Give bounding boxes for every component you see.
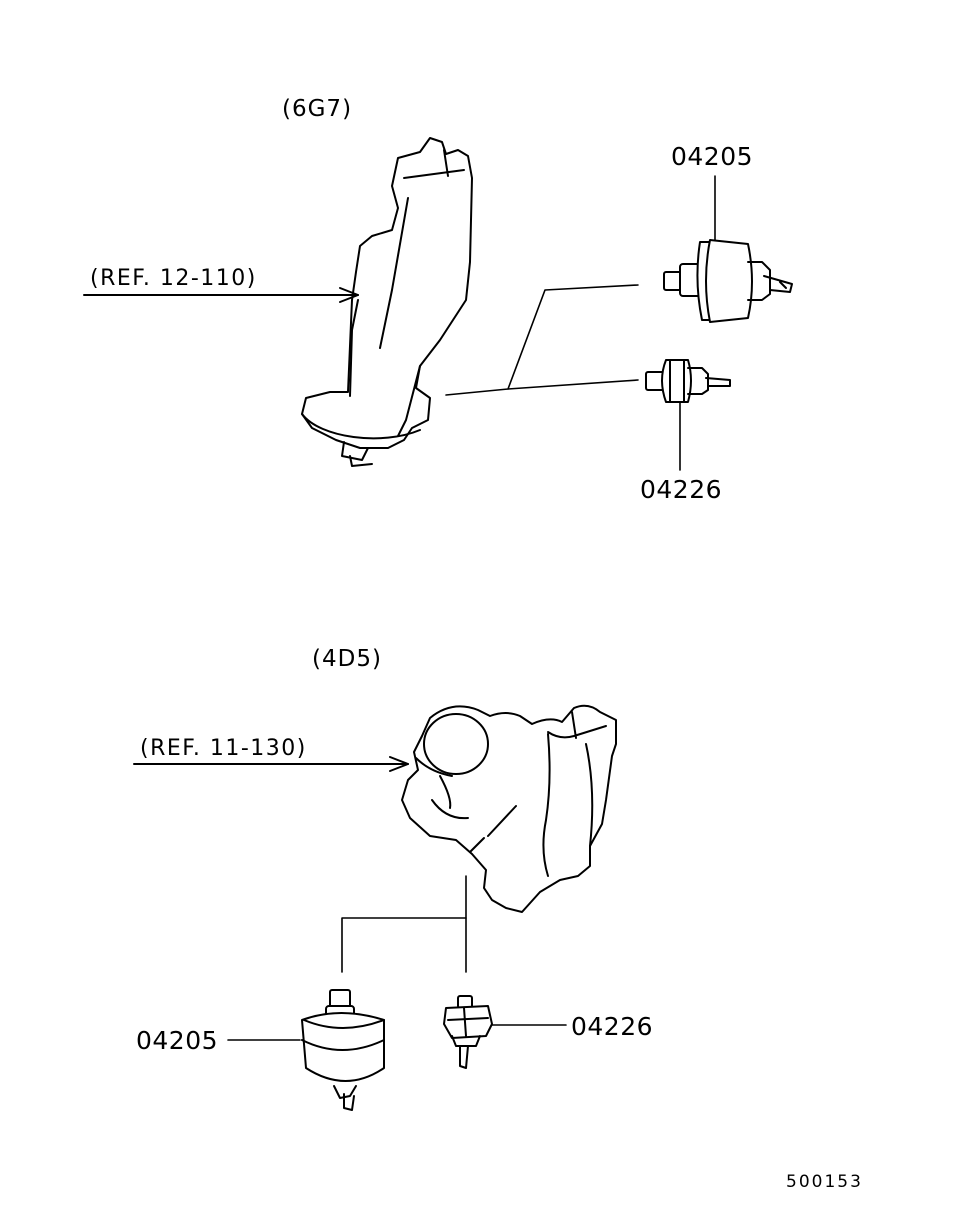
engine-label-top: (6G7) — [282, 96, 353, 122]
part-number-04205-bottom[interactable]: 04205 — [136, 1026, 219, 1055]
part-number-04205-top[interactable]: 04205 — [671, 142, 754, 171]
pressure-switch-04205-top — [663, 239, 793, 323]
pressure-switch-04226-bottom — [443, 995, 493, 1069]
diagram-code: 500153 — [786, 1172, 863, 1192]
pressure-switch-04205-bottom — [301, 989, 385, 1111]
engine-label-bottom: (4D5) — [312, 646, 382, 672]
ref-label-top[interactable]: (REF. 12-110) — [90, 266, 257, 291]
leader-lines-top — [445, 175, 716, 471]
ref-label-bottom[interactable]: (REF. 11-130) — [140, 736, 307, 761]
engine-4d5-component — [401, 704, 617, 913]
leader-lines-bottom — [227, 875, 567, 1041]
ref-arrow-top — [83, 287, 359, 303]
part-number-04226-bottom[interactable]: 04226 — [571, 1012, 654, 1041]
engine-6g7-component — [301, 137, 473, 467]
pressure-switch-04226-top — [645, 359, 731, 403]
part-number-04226-top[interactable]: 04226 — [640, 475, 723, 504]
ref-arrow-bottom — [133, 756, 409, 772]
